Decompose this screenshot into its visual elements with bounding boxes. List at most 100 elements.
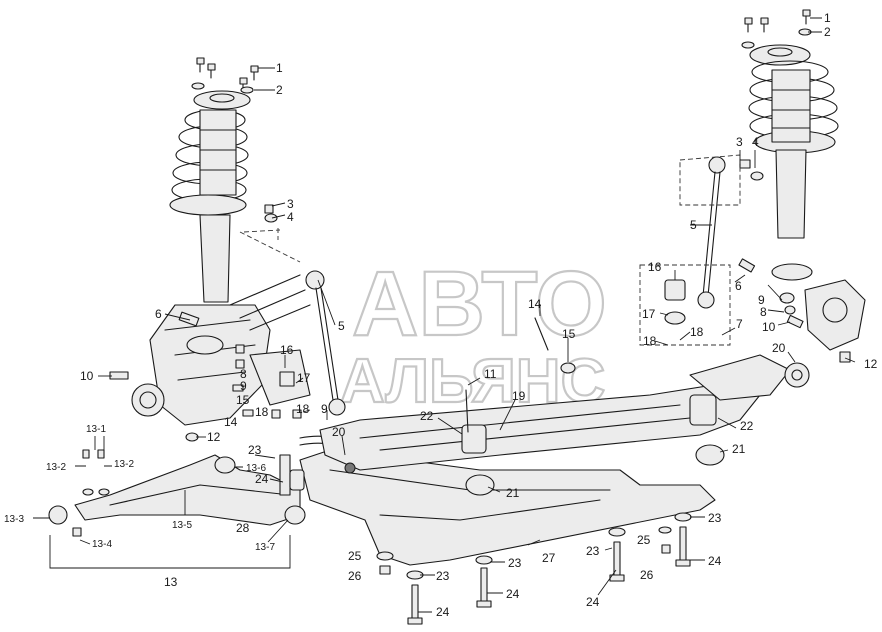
callout-18b-right: 18 <box>690 325 704 339</box>
left-hardware <box>109 204 302 442</box>
left-shock-body <box>199 214 231 303</box>
callout-12-right: 12 <box>864 357 878 371</box>
left-top-mount <box>193 90 251 110</box>
right-bracket-17 <box>664 311 686 325</box>
left-top-bolts <box>191 57 259 94</box>
callout-22-left: 22 <box>420 409 434 423</box>
callout-28: 28 <box>236 521 250 535</box>
watermark: АВТО АЛЬЯНС <box>339 252 608 417</box>
left-guide-lines <box>239 228 301 263</box>
callout-6-right: 6 <box>735 279 742 293</box>
callout-11: 11 <box>484 367 497 381</box>
mount-21-right <box>695 444 725 466</box>
right-bushing-16 <box>664 279 686 301</box>
mount-21-left <box>465 474 495 496</box>
callout-20-right: 20 <box>772 341 786 355</box>
mount-bushing-22-right <box>689 394 717 426</box>
callout-12-left: 12 <box>207 430 221 444</box>
callout-26-left: 26 <box>348 569 362 583</box>
callout-23-d: 23 <box>586 544 600 558</box>
callout-16-right: 16 <box>648 260 662 274</box>
watermark-line-1: АВТО <box>352 253 607 355</box>
callout-24-d: 24 <box>586 595 600 609</box>
right-stabilizer-link <box>697 156 726 309</box>
callout-25-right: 25 <box>637 533 651 547</box>
mount-bushing-22-left <box>461 424 487 454</box>
callout-13-5: 13-5 <box>172 520 192 531</box>
callout-2-left: 2 <box>276 83 283 97</box>
callout-9-right: 9 <box>758 293 765 307</box>
callout-10-right: 10 <box>762 320 776 334</box>
callout-20-left: 20 <box>332 425 346 439</box>
callout-23-b: 23 <box>436 569 450 583</box>
callout-5-right: 5 <box>690 218 697 232</box>
callout-21-right: 21 <box>732 442 746 456</box>
callout-3-left: 3 <box>287 197 294 211</box>
callout-24-c: 24 <box>506 587 520 601</box>
callout-13-1: 13-1 <box>86 424 106 435</box>
callout-5-left: 5 <box>338 319 345 333</box>
callout-18b-left: 18 <box>296 402 310 416</box>
callout-1-right: 1 <box>824 11 831 25</box>
callout-23-c: 23 <box>508 556 522 570</box>
right-top-bolts <box>741 9 812 49</box>
callout-3-right: 3 <box>736 135 743 149</box>
callout-6-left: 6 <box>155 307 162 321</box>
left-strut-assembly <box>169 57 259 303</box>
lower-control-arm-13 <box>48 449 306 537</box>
callout-18a-right: 18 <box>643 334 657 348</box>
callout-16-left: 16 <box>280 343 294 357</box>
callout-17-left: 17 <box>297 371 311 385</box>
callout-26-right: 26 <box>640 568 654 582</box>
bracket-13 <box>49 535 291 569</box>
callout-9b-left: 9 <box>321 402 328 416</box>
callout-13-4: 13-4 <box>92 539 112 550</box>
callout-8-right: 8 <box>760 305 767 319</box>
callout-18a-left: 18 <box>255 405 269 419</box>
callout-24-left: 24 <box>255 472 269 486</box>
left-stabilizer-link <box>305 270 346 416</box>
right-lower-control-arm <box>689 354 810 401</box>
right-steering-knuckle <box>738 159 866 363</box>
callout-17-right: 17 <box>642 307 656 321</box>
callout-10-left: 10 <box>80 369 94 383</box>
callout-22-right: 22 <box>740 419 754 433</box>
callout-8-left: 8 <box>240 367 247 381</box>
callout-4-right: 4 <box>752 135 759 149</box>
callout-23-left: 23 <box>248 443 262 457</box>
callout-7-right: 7 <box>736 317 743 331</box>
callout-13: 13 <box>164 575 178 589</box>
callout-9-left: 9 <box>240 379 247 393</box>
callout-21-left: 21 <box>506 486 520 500</box>
callout-15-mid: 15 <box>562 327 576 341</box>
callout-27: 27 <box>542 551 556 565</box>
left-spring-core <box>199 109 237 196</box>
callout-23-e: 23 <box>708 511 722 525</box>
callout-24-b: 24 <box>436 605 450 619</box>
center-bolts <box>465 317 576 433</box>
callout-25-left: 25 <box>348 549 362 563</box>
callout-24-e: 24 <box>708 554 722 568</box>
callout-labels: 1 2 3 4 5 6 8 9 10 12 14 15 16 17 18 18 … <box>4 11 878 619</box>
callout-14-mid: 14 <box>528 297 542 311</box>
callout-14-left: 14 <box>224 415 238 429</box>
subframe-crossmember <box>299 379 761 566</box>
callout-13-2-right: 13-2 <box>114 459 134 470</box>
callout-4-left: 4 <box>287 210 294 224</box>
callout-2-right: 2 <box>824 25 831 39</box>
callout-13-2-left: 13-2 <box>46 462 66 473</box>
bottom-fasteners <box>376 512 692 625</box>
right-shock-body <box>775 149 807 239</box>
callout-13-7: 13-7 <box>255 542 275 553</box>
leader-lines <box>33 17 856 613</box>
callout-13-3: 13-3 <box>4 514 24 525</box>
callout-1-left: 1 <box>276 61 283 75</box>
left-steering-knuckle <box>131 274 311 426</box>
callout-15-left: 15 <box>236 393 250 407</box>
right-guide-box-lower <box>639 264 731 346</box>
right-strut-assembly <box>741 9 839 281</box>
right-guide-box-upper <box>679 154 741 206</box>
callout-13-6: 13-6 <box>246 463 266 474</box>
callout-19: 19 <box>512 389 526 403</box>
